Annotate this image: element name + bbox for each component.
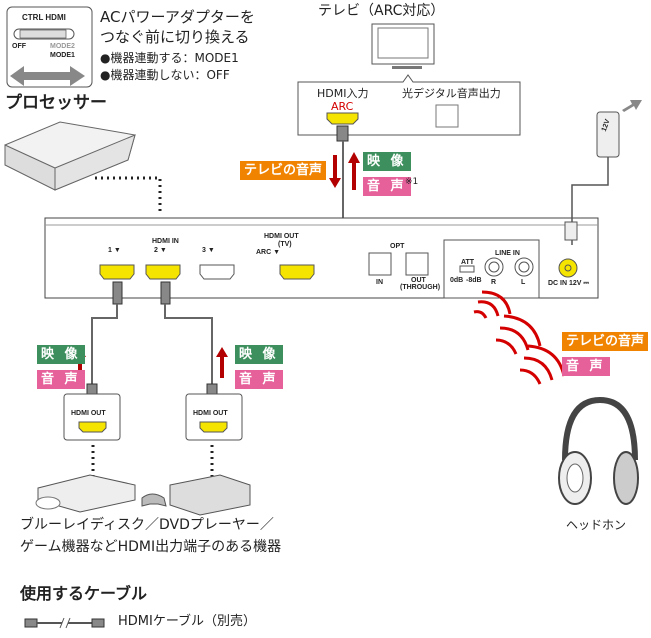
port1-label: 1 ▼ — [108, 247, 121, 254]
instruction-bullet2: ●機器連動しない：OFF — [100, 68, 230, 82]
hdmi-cable-icon — [24, 617, 105, 629]
arc-port-label: ARC ▼ — [256, 249, 281, 256]
headphones-label: ヘッドホン — [566, 518, 627, 532]
tv-signal-arrows — [329, 152, 360, 190]
tv-arc-label: ARC — [331, 100, 354, 113]
headphones-illustration — [558, 396, 639, 505]
hdmi-out-label: HDMI OUT — [264, 233, 299, 240]
switch-mode2-label: MODE2 — [50, 43, 75, 50]
tv-hdmi-arc-port — [326, 112, 359, 125]
opt-in-label: IN — [376, 279, 383, 286]
source-caption-line1: ブルーレイディスク／DVDプレーヤー／ — [20, 517, 274, 533]
video-badge: 映 像 — [363, 152, 411, 171]
headphone-audio-badge: 音 声 — [562, 357, 610, 376]
dc-in-label: DC IN 12V ⎓ — [548, 280, 589, 287]
att-0db-label: 0dB — [450, 277, 464, 284]
tv-optical-port — [435, 104, 459, 128]
att-minus8db-label: -8dB — [466, 277, 482, 284]
source1-audio-badge: 音 声 — [37, 370, 85, 389]
source-caption-line2: ゲーム機器などHDMI出力端子のある機器 — [20, 539, 282, 555]
instruction-bullet1: ●機器連動する：MODE1 — [100, 51, 239, 65]
processor-rear-panel — [44, 217, 599, 299]
hdmi-cable-label: HDMIケーブル（別売） — [118, 614, 257, 629]
source2-audio-badge: 音 声 — [235, 370, 283, 389]
audio-badge: 音 声 — [363, 177, 411, 196]
line-in-label: LINE IN — [495, 250, 520, 257]
headphone-tv-audio-badge: テレビの音声 — [562, 332, 649, 351]
opt-through-label: (THROUGH) — [400, 284, 441, 291]
opt-label: OPT — [390, 243, 405, 250]
instruction-line2: つなぐ前に切り換える — [100, 28, 250, 46]
line-in-l-label: L — [521, 279, 526, 286]
opt-out-label: OUT — [411, 277, 426, 284]
processor-label: プロセッサー — [5, 93, 107, 113]
hdmi-in-label: HDMI IN — [152, 238, 179, 245]
source1-hdmi-out-label: HDMI OUT — [71, 410, 106, 417]
wireless-signal-waves — [473, 290, 566, 385]
switch-mode1-label: MODE1 — [50, 52, 75, 59]
tv-illustration — [371, 23, 435, 69]
source2-hdmi-out-label: HDMI OUT — [193, 410, 228, 417]
port3-label: 3 ▼ — [202, 247, 215, 254]
footnote-mark: ※1 — [405, 177, 419, 187]
source2-video-badge: 映 像 — [235, 345, 283, 364]
processor-leader-dots — [95, 176, 162, 212]
tv-audio-badge: テレビの音声 — [240, 161, 327, 180]
att-label: ATT — [461, 259, 475, 266]
tv-title: テレビ（ARC対応） — [318, 3, 445, 19]
ctrl-hdmi-switch-illustration — [6, 6, 93, 88]
source1-video-badge: 映 像 — [37, 345, 85, 364]
tv-optical-output-label: 光デジタル音声出力 — [402, 87, 501, 100]
processor-illustration — [4, 121, 136, 191]
port2-label: 2 ▼ — [154, 247, 167, 254]
instruction-line1: ACパワーアダプターを — [100, 8, 255, 26]
source-devices-illustration — [35, 474, 251, 516]
line-in-r-label: R — [491, 279, 497, 286]
switch-off-label: OFF — [12, 43, 26, 50]
tv-hdmi-input-label: HDMI入力 — [317, 87, 369, 100]
hdmi-out-tv-label: (TV) — [278, 241, 292, 248]
cables-title: 使用するケーブル — [20, 584, 148, 603]
source-hdmi-cables — [63, 281, 243, 478]
switch-title: CTRL HDMI — [22, 13, 66, 22]
ac-power-adapter — [564, 100, 642, 245]
